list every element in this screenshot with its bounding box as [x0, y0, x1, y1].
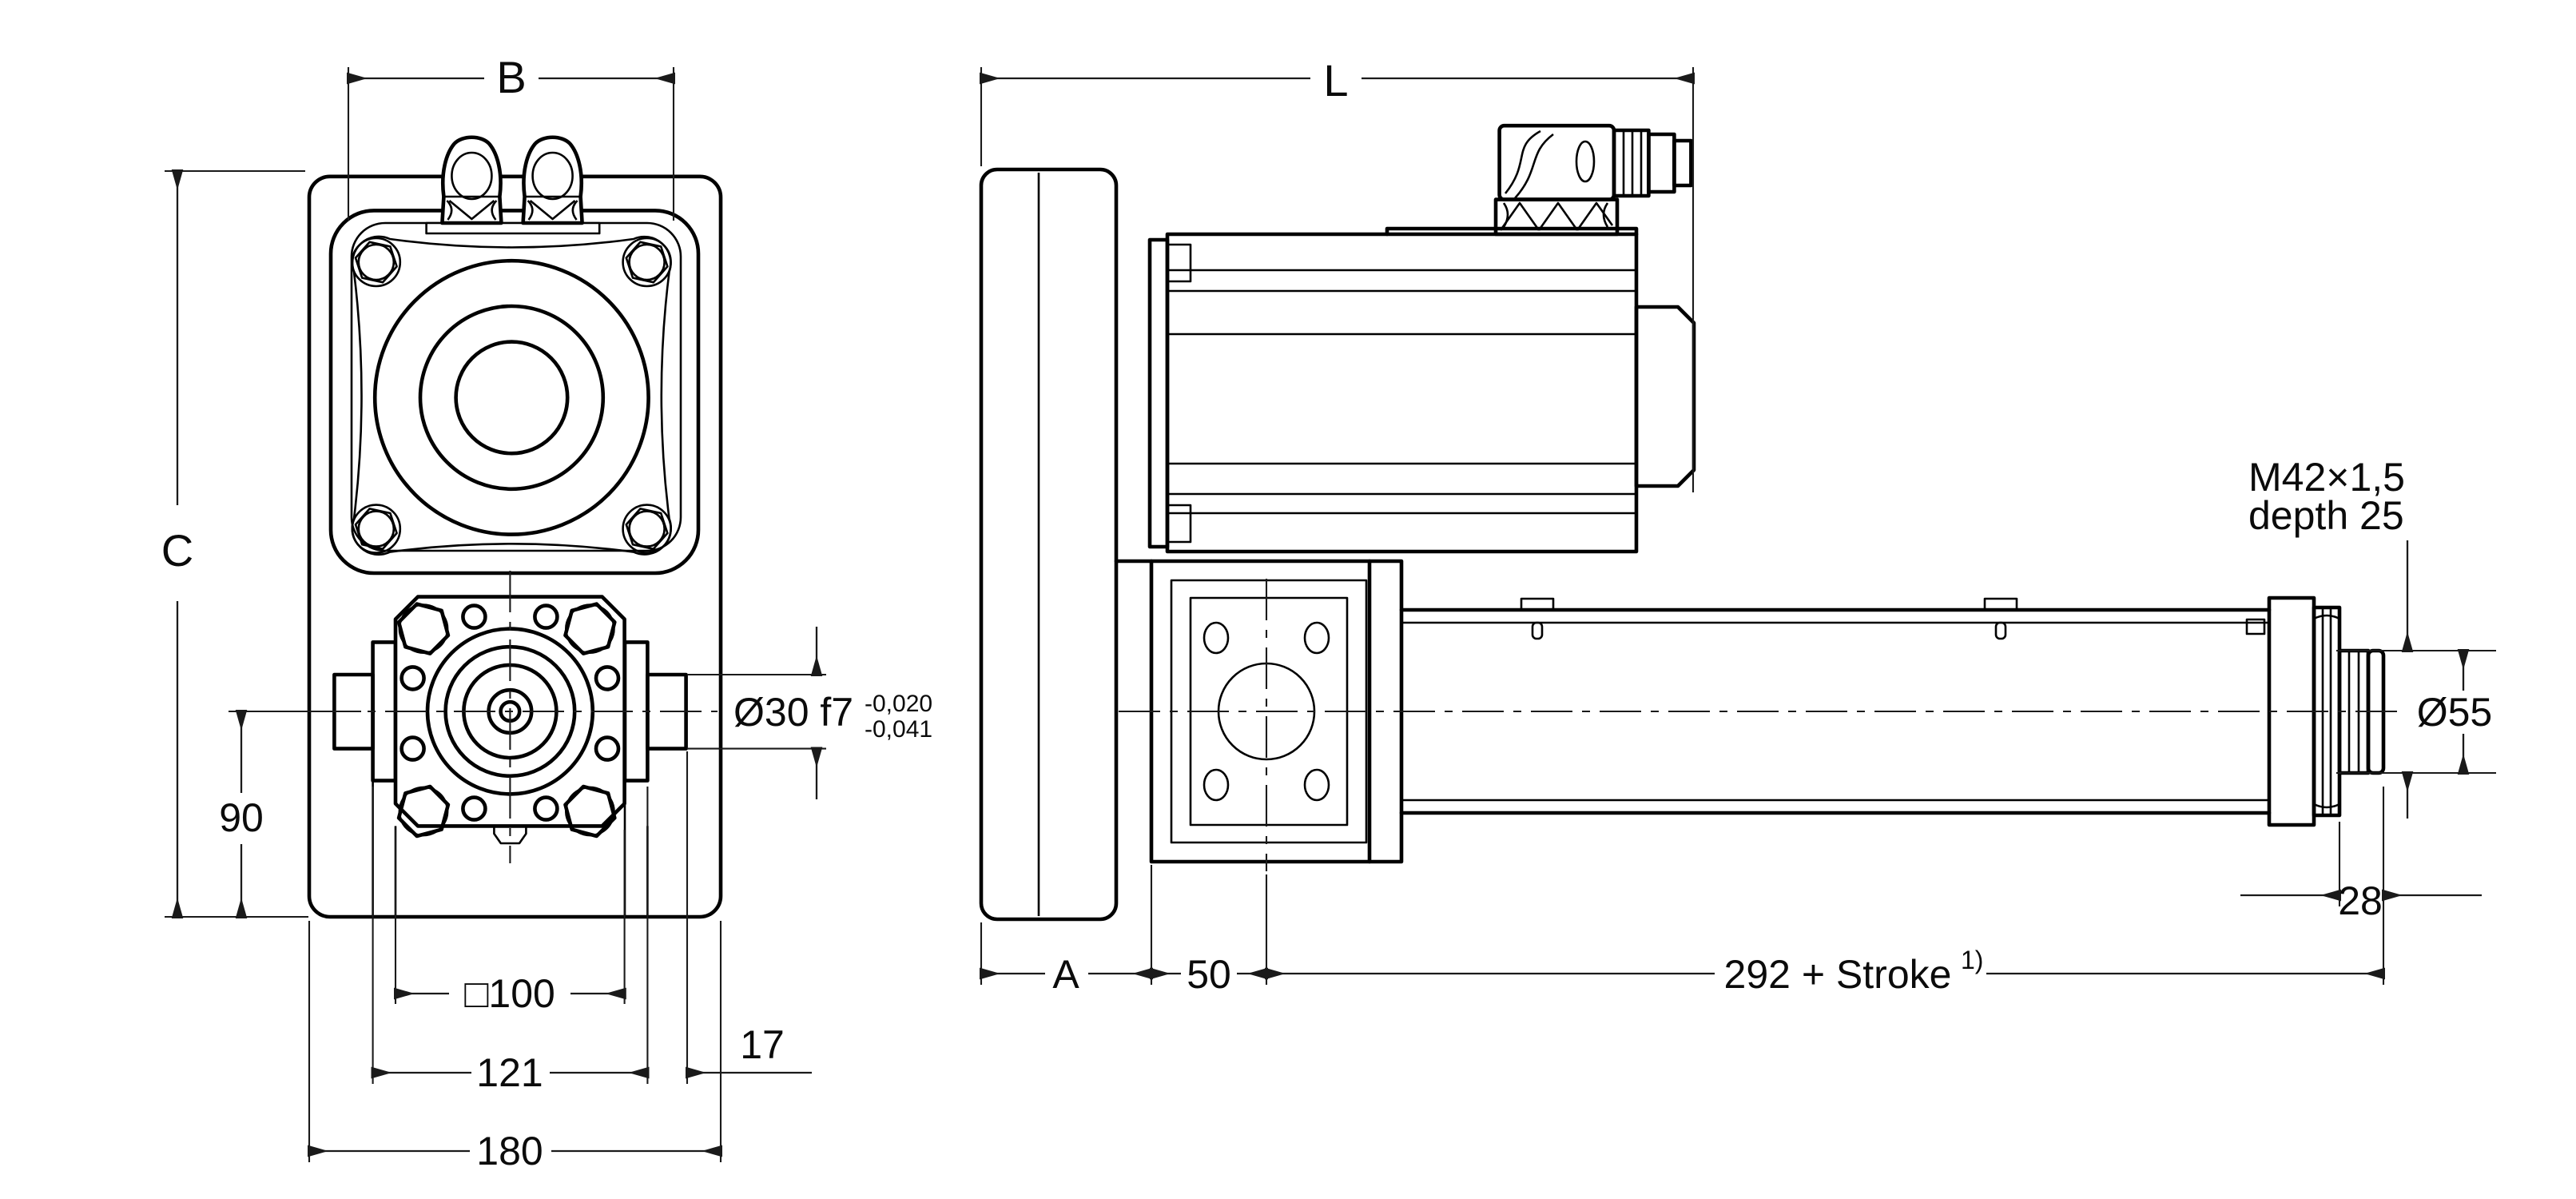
dim-17: 17 [685, 751, 812, 1084]
connector-body [1497, 123, 1616, 201]
encoder-cap [1634, 305, 1696, 488]
front-mounting-plate [307, 174, 723, 919]
dim-28: 28 [2240, 822, 2482, 923]
motor-lug-bottom [1166, 504, 1192, 544]
hex-bolt-icon [563, 602, 617, 655]
dim-label-l: L [1323, 55, 1348, 106]
dim-121: 121 [371, 787, 650, 1095]
gearbox-bore-circles [372, 258, 650, 536]
dim-55: Ø55 [2336, 648, 2504, 775]
flange-hex-bolts [396, 602, 617, 839]
bottom-tab [493, 825, 527, 845]
dim-square100: □100 [393, 830, 626, 1016]
dim-thread-callout: M42×1,5 depth 25 [2248, 455, 2414, 819]
gearbox-housing-outline [328, 209, 701, 576]
dim-tolerance-upper: -0,020 [865, 691, 932, 717]
dim-a: A [979, 865, 1154, 997]
dim-label-121: 121 [476, 1050, 543, 1095]
dim-label-square100: □100 [464, 971, 555, 1016]
dim-stroke: 292 + Stroke 1) [1264, 787, 2386, 997]
dim-label-b: B [496, 52, 526, 102]
dim-label-28: 28 [2338, 878, 2383, 923]
motor-body [1147, 226, 1639, 554]
dim-label-c: C [161, 525, 193, 576]
connector-tip [1672, 138, 1693, 188]
motor-flange [1147, 237, 1170, 549]
cable-gland-right [521, 135, 584, 225]
motor-connector [1493, 123, 1693, 237]
flange-bolt-holes [400, 603, 621, 822]
sensor-bump-2 [1983, 597, 2018, 611]
dim-label-shaft: Ø30 f7 [733, 690, 853, 735]
sensor-pin-1 [1531, 621, 1544, 640]
dim-label-180: 180 [476, 1129, 543, 1173]
dim-label-stroke: 292 + Stroke [1724, 952, 1952, 997]
dim-label-55: Ø55 [2417, 690, 2493, 735]
hex-socket-icon [625, 508, 669, 551]
dim-50: 50 [1149, 874, 1269, 997]
side-view: L A 50 292 + Stroke 1) [979, 55, 2504, 997]
dim-label-90: 90 [219, 795, 264, 840]
hex-socket-icon [354, 241, 398, 284]
dim-label-stroke-superscript: 1) [1961, 946, 1983, 974]
tube-end-notch [2245, 618, 2266, 635]
gland-mounting-strip [425, 221, 601, 235]
hex-bolt-icon [563, 784, 617, 839]
hex-bolt-icon [396, 602, 451, 655]
dim-tolerance-lower: -0,041 [865, 716, 932, 743]
motor-lug-top [1166, 243, 1192, 283]
connector-slot [1575, 140, 1596, 183]
sensor-bump-1 [1520, 597, 1555, 611]
dim-label-17: 17 [740, 1022, 785, 1067]
cylinder-tube [1399, 597, 2272, 815]
dim-shaft-diameter: Ø30 f7 -0,020 -0,041 [687, 627, 932, 799]
thread-label: M42×1,5 [2248, 455, 2405, 500]
cylinder-flange-block [1114, 559, 1404, 871]
dim-l: L [979, 55, 1695, 492]
thread-depth-label: depth 25 [2248, 493, 2404, 538]
dim-90: 90 [219, 709, 361, 919]
hex-bolt-icon [396, 784, 451, 839]
side-mounting-plate [979, 167, 1119, 922]
connector-nut [1647, 132, 1676, 194]
dim-label-a: A [1052, 952, 1079, 997]
gearbox-corner-screws [351, 237, 672, 554]
cable-gland-left [440, 135, 503, 225]
dim-label-50: 50 [1187, 952, 1231, 997]
dim-180: 180 [307, 921, 723, 1173]
front-view: B C 90 □100 [161, 52, 932, 1173]
sensor-pin-2 [1994, 621, 2007, 640]
dim-b: B [346, 52, 676, 221]
hex-socket-icon [625, 241, 669, 284]
motor-flange-scallop [351, 235, 672, 556]
hex-socket-icon [354, 508, 398, 551]
